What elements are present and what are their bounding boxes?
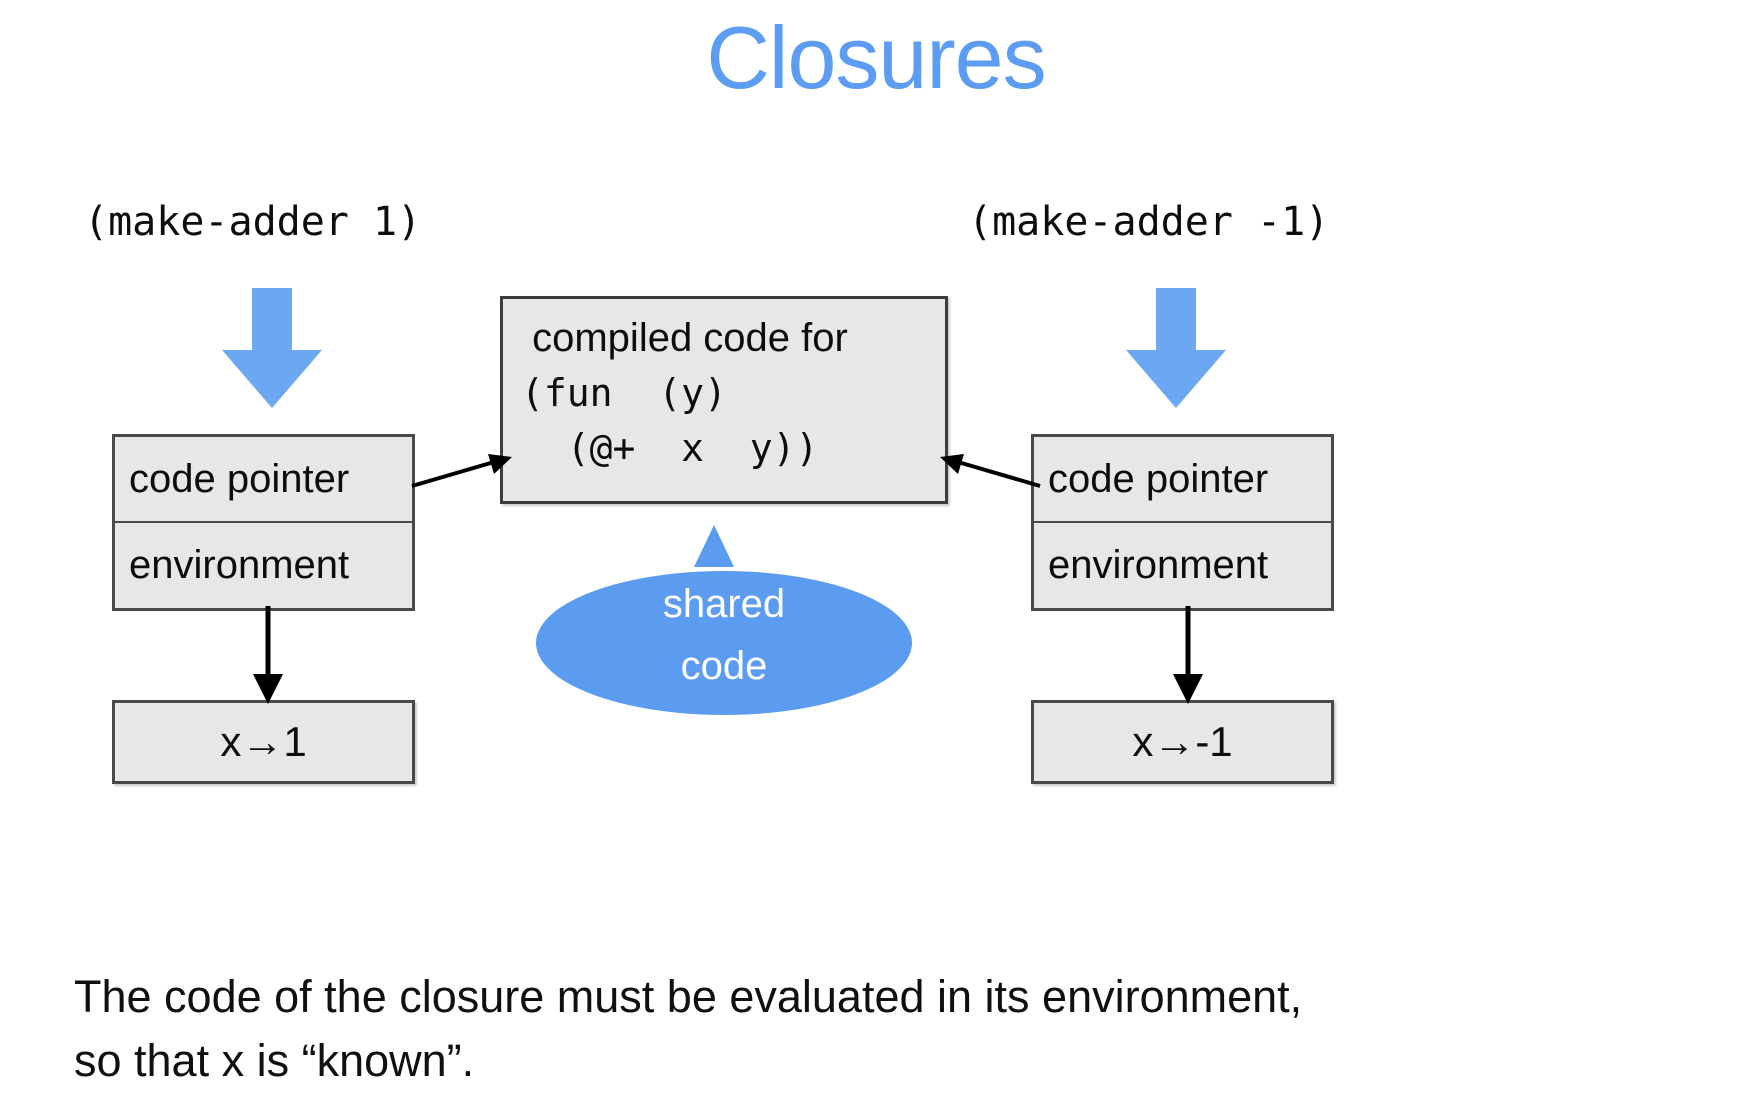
closure-right-environment-label: environment xyxy=(1048,543,1269,587)
caption-line-1: The code of the closure must be evaluate… xyxy=(74,971,1303,1022)
binding-right-text: x→-1 xyxy=(1132,718,1233,765)
binding-box-left: x→1 xyxy=(112,700,415,784)
closure-left-environment-cell: environment xyxy=(112,521,415,611)
connector-arrow-right-to-code xyxy=(936,440,1042,500)
page-title: Closures xyxy=(706,8,1046,107)
compiled-code-line-1: compiled code for xyxy=(521,316,848,360)
binding-box-right: x→-1 xyxy=(1031,700,1334,784)
caption: The code of the closure must be evaluate… xyxy=(74,965,1694,1093)
compiled-code-line-3: (@+ x y)) xyxy=(521,426,819,471)
closure-left-code-pointer-cell: code pointer xyxy=(112,434,415,524)
connector-arrow-left-env-to-binding xyxy=(228,606,308,706)
down-arrow-icon-left xyxy=(218,288,326,410)
compiled-code-box: compiled code for (fun (y) (@+ x y)) xyxy=(500,296,948,504)
caption-line-2: so that x is “known”. xyxy=(74,1034,475,1086)
shared-code-callout: shared code xyxy=(536,525,912,715)
call-label-right: (make-adder -1) xyxy=(968,199,1330,245)
closure-right-code-pointer-cell: code pointer xyxy=(1031,434,1334,524)
closure-left-code-pointer-label: code pointer xyxy=(129,456,350,501)
call-label-left: (make-adder 1) xyxy=(84,199,422,245)
connector-arrow-right-env-to-binding xyxy=(1148,606,1228,706)
connector-arrow-left-to-code xyxy=(410,440,514,500)
compiled-code-line-2: (fun (y) xyxy=(521,371,727,416)
down-arrow-icon-right xyxy=(1122,288,1230,410)
binding-left-text: x→1 xyxy=(220,718,307,765)
closure-right-environment-cell: environment xyxy=(1031,521,1334,611)
closure-left-environment-label: environment xyxy=(129,543,350,587)
closure-right-code-pointer-label: code pointer xyxy=(1048,456,1269,501)
